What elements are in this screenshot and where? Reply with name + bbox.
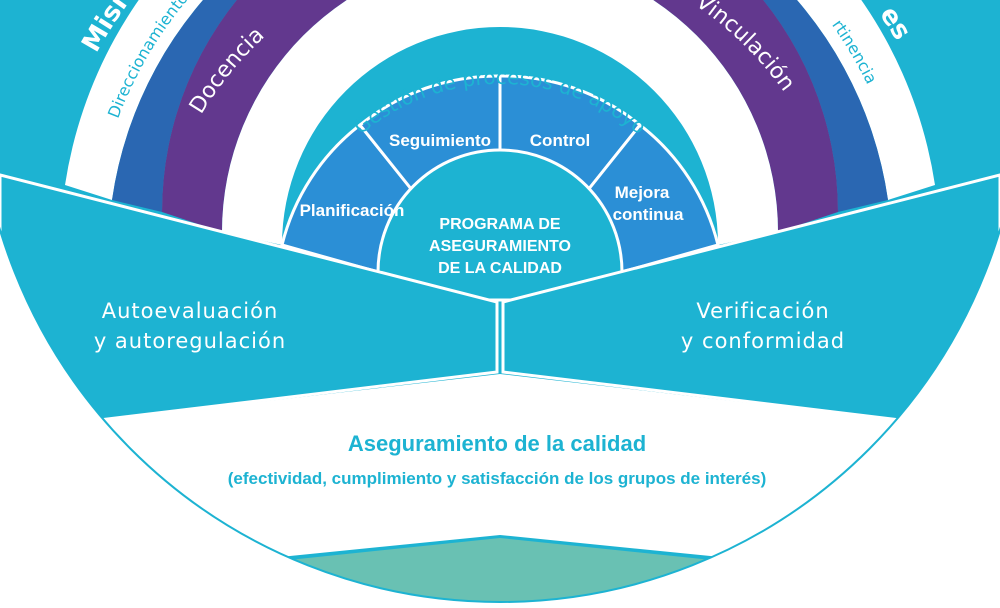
right-wing-line2: y conformidad bbox=[681, 329, 845, 353]
assurance-title: Aseguramiento de la calidad bbox=[348, 431, 646, 456]
support-ring bbox=[222, 0, 778, 245]
left-wing-line1: Autoevaluación bbox=[102, 299, 279, 323]
right-wing-line1: Verificación bbox=[696, 299, 829, 323]
monitoring-label: Seguimiento bbox=[389, 131, 491, 150]
improvement-label-line1: Mejora bbox=[615, 183, 670, 202]
center-program bbox=[376, 148, 624, 302]
assurance-subtitle: (efectividad, cumplimiento y satisfacció… bbox=[228, 469, 766, 488]
center-label-line1: PROGRAMA DE bbox=[439, 216, 561, 233]
center-label-line2: ASEGURAMIENTO bbox=[429, 238, 571, 255]
left-wing bbox=[0, 173, 499, 434]
right-wing bbox=[501, 173, 1000, 434]
accreditation-label: Acreditación bbox=[430, 600, 563, 608]
accreditation-band bbox=[0, 538, 1000, 602]
planning-label: Planificación bbox=[300, 201, 405, 220]
improvement-label-line2: continua bbox=[613, 205, 684, 224]
center-label-line3: DE LA CALIDAD bbox=[438, 260, 562, 277]
control-label: Control bbox=[530, 131, 590, 150]
assurance-band bbox=[0, 374, 1000, 585]
left-wing-line2: y autoregulación bbox=[94, 329, 286, 353]
